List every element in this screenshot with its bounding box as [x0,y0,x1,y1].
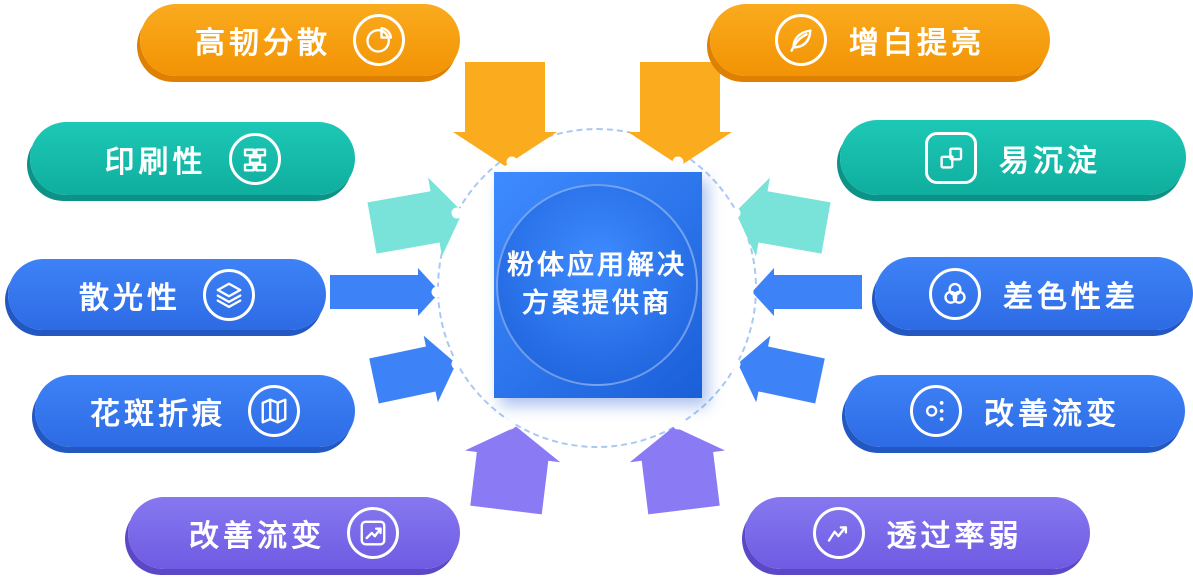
pill-right-yichendian: 易沉淀 [840,120,1186,195]
pill-right-chasexing-cha: 差色性差 [875,257,1193,330]
pill-label: 改善流变 [984,398,1120,431]
center-title-line1: 粉体应用解决 [507,250,687,281]
pill-left-huaban-zhehen: 花斑折痕 [35,375,355,447]
pill-left-yinshuaxing: 印刷性 [30,122,355,195]
line-chart-icon [812,507,865,559]
puzzle-icon [925,131,977,184]
branch-dots-icon [910,385,962,437]
pill-label: 差色性差 [1003,280,1139,314]
pill-left-gaishan-liubian: 改善流变 [128,497,460,569]
pill-label: 增白提亮 [849,27,985,60]
leaf-icon [775,14,827,66]
pie-chart-icon [353,14,405,66]
overlap-circles-icon [929,267,981,320]
connector-arrow-mid-left [330,268,440,316]
pill-label: 花斑折痕 [90,398,226,431]
trend-up-icon [347,507,399,559]
pill-right-touguolv-ruo: 透过率弱 [745,497,1090,569]
pill-label: 改善流变 [189,520,325,553]
pill-label: 散光性 [79,281,181,315]
pill-right-gaishan-liubian: 改善流变 [845,375,1185,447]
layers-icon [203,268,255,321]
pill-label: 透过率弱 [886,520,1023,553]
pill-left-sanguangxing: 散光性 [8,259,326,330]
pill-label: 易沉淀 [999,144,1101,178]
print-blocks-icon [228,132,281,185]
center-title-line2: 方案提供商 [522,288,672,318]
pill-label: 印刷性 [104,145,207,179]
pill-label: 高韧分散 [195,27,331,60]
pill-right-zengbai-tiliang: 增白提亮 [710,4,1050,76]
pill-left-gaoren-fensan: 高韧分散 [140,4,460,76]
map-icon [248,385,300,437]
connector-arrow-mid-right [752,268,862,316]
center-circle: 粉体应用解决 方案提供商 [496,184,698,386]
